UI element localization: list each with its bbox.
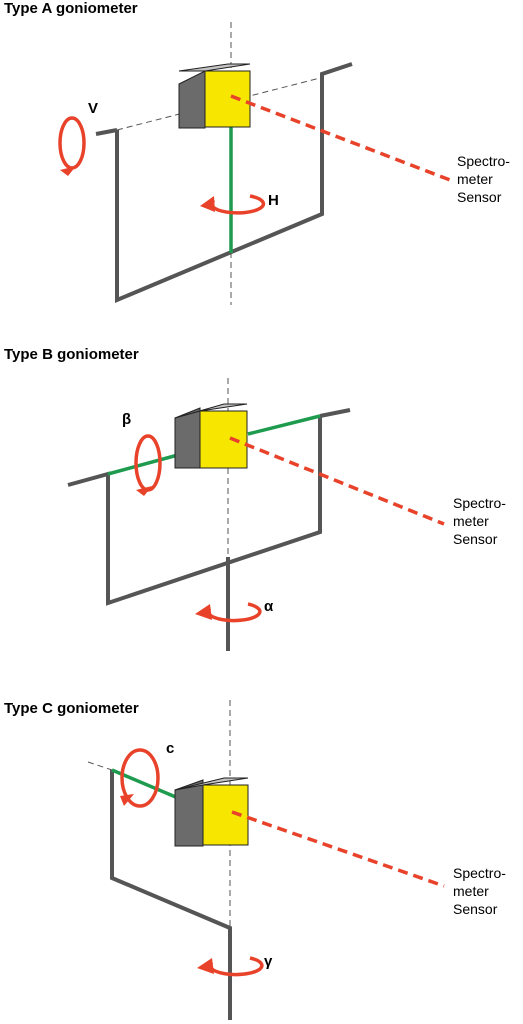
- rotation-label-alpha: α: [264, 598, 274, 615]
- sensor-beam: [229, 436, 445, 526]
- panel-type-c: Type C goniometer c γ Spectro- meter Sen…: [0, 700, 523, 1024]
- panel-type-b: Type B goniometer β α Spectro- meter Sen…: [0, 346, 523, 666]
- sensor-beam: [231, 810, 445, 888]
- rotation-arrow-gamma: [197, 956, 264, 977]
- rotation-axis-beta-right: [247, 414, 321, 436]
- rotation-label-v: V: [88, 100, 99, 117]
- panel-title: Type A goniometer: [4, 0, 138, 17]
- cube-top: [174, 403, 248, 419]
- cube-top: [174, 777, 249, 791]
- cube-side: [178, 70, 206, 129]
- horizontal-axis-dashed: [87, 761, 113, 771]
- sensor-label: Spectro- meter Sensor: [453, 865, 506, 917]
- frame: [67, 416, 322, 606]
- rotation-arrow-c: [120, 748, 160, 808]
- rotation-label-gamma: γ: [264, 953, 273, 970]
- goniometer-diagram-c: [87, 700, 445, 1020]
- frame-arm-left: [95, 128, 118, 136]
- rotation-label-beta: β: [122, 411, 132, 428]
- sensor-cube: [174, 777, 249, 847]
- rotation-arrow-beta: [134, 434, 162, 496]
- sensor-cube: [178, 63, 251, 129]
- rotation-arrow-alpha: [195, 602, 262, 623]
- rotation-label-h: H: [268, 192, 279, 209]
- cube-face: [199, 410, 248, 469]
- panel-title: Type C goniometer: [4, 700, 139, 717]
- sensor-label: Spectro- meter Sensor: [457, 153, 510, 205]
- rotation-arrow-v: [58, 116, 86, 176]
- sensor-beam: [230, 94, 451, 182]
- frame-arm-right: [319, 408, 351, 418]
- rotation-label-c: c: [166, 740, 175, 757]
- rotation-arrow-h: [200, 194, 266, 215]
- frame: [115, 62, 353, 304]
- sensor-cube: [174, 403, 248, 469]
- cube-top: [178, 63, 251, 72]
- cube-face: [204, 70, 251, 128]
- sensor-label: Spectro- meter Sensor: [453, 495, 506, 547]
- panel-title: Type B goniometer: [4, 346, 139, 363]
- goniometer-diagram-b: [67, 378, 445, 651]
- panel-type-a: Type A goniometer V H Spectro- meter Sen…: [0, 0, 523, 330]
- cube-side: [174, 779, 204, 847]
- goniometer-diagram-a: [58, 22, 451, 305]
